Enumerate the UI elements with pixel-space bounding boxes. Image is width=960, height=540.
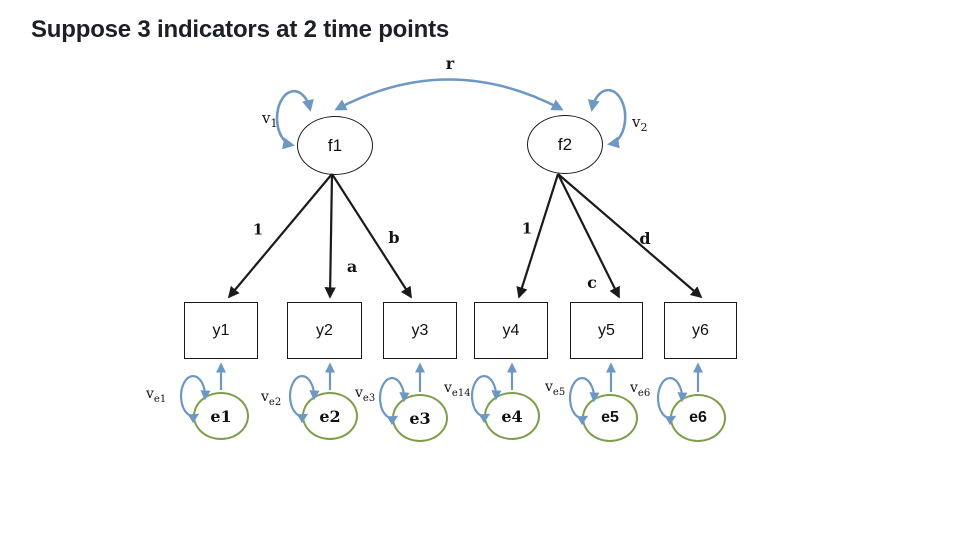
indicator-label-y5: y5 bbox=[598, 321, 615, 339]
factor-ellipse-f2: f2 bbox=[527, 115, 603, 174]
variance-label-v2: v2 bbox=[632, 113, 648, 134]
loading-label-c: c bbox=[587, 273, 597, 292]
variance-label-ve5: ve5 bbox=[545, 379, 566, 398]
variance-label-v1: v1 bbox=[262, 109, 278, 130]
error-circle-e1: e1 bbox=[193, 392, 249, 440]
indicator-box-y5: y5 bbox=[570, 302, 643, 359]
indicator-box-y1: y1 bbox=[184, 302, 258, 359]
indicator-box-y4: y4 bbox=[474, 302, 548, 359]
error-label-e6: e6 bbox=[689, 409, 707, 426]
error-label-e2: e2 bbox=[319, 406, 341, 426]
error-label-e4: e4 bbox=[501, 406, 523, 426]
variance-label-ve4: ve14 bbox=[444, 380, 471, 399]
variance-label-ve6: ve6 bbox=[630, 380, 651, 399]
error-circle-e5: e5 bbox=[582, 394, 638, 442]
error-circle-e4: e4 bbox=[484, 392, 540, 440]
variance-label-ve2: ve2 bbox=[261, 389, 282, 408]
slide-title: Suppose 3 indicators at 2 time points bbox=[31, 16, 450, 43]
loading-label-d: d bbox=[639, 229, 651, 248]
loading-arrow-f1-y2 bbox=[324, 173, 336, 299]
loading-arrow-f1-y1 bbox=[227, 173, 333, 299]
factor-label-f1: f1 bbox=[327, 135, 343, 155]
indicator-label-y6: y6 bbox=[692, 321, 709, 339]
indicator-label-y1: y1 bbox=[212, 321, 230, 339]
indicator-label-y3: y3 bbox=[411, 321, 429, 339]
factor-label-f2: f2 bbox=[557, 134, 573, 154]
loading-label-f1-1: 1 bbox=[252, 220, 264, 239]
indicator-box-y6: y6 bbox=[664, 302, 737, 359]
indicator-label-y2: y2 bbox=[316, 321, 333, 339]
error-circle-e6: e6 bbox=[670, 394, 726, 442]
factor-ellipse-f1: f1 bbox=[297, 116, 373, 175]
correlation-arrow-f1-f2 bbox=[334, 78, 564, 111]
variance-label-ve3: ve3 bbox=[355, 385, 376, 404]
loading-arrow-f2-y6 bbox=[557, 173, 703, 299]
error-label-e5: e5 bbox=[601, 409, 619, 426]
indicator-box-y2: y2 bbox=[287, 302, 362, 359]
indicator-label-y4: y4 bbox=[502, 321, 520, 339]
error-circle-e2: e2 bbox=[302, 392, 358, 440]
error-label-e1: e1 bbox=[210, 406, 232, 426]
loading-label-b: b bbox=[388, 228, 400, 247]
correlation-label: r bbox=[445, 54, 455, 73]
indicator-box-y3: y3 bbox=[383, 302, 457, 359]
variance-label-ve1: ve1 bbox=[146, 386, 167, 405]
loading-label-a: a bbox=[346, 257, 358, 276]
loading-label-f2-1: 1 bbox=[521, 219, 533, 238]
error-circle-e3: e3 bbox=[392, 394, 448, 442]
error-label-e3: e3 bbox=[409, 408, 431, 428]
